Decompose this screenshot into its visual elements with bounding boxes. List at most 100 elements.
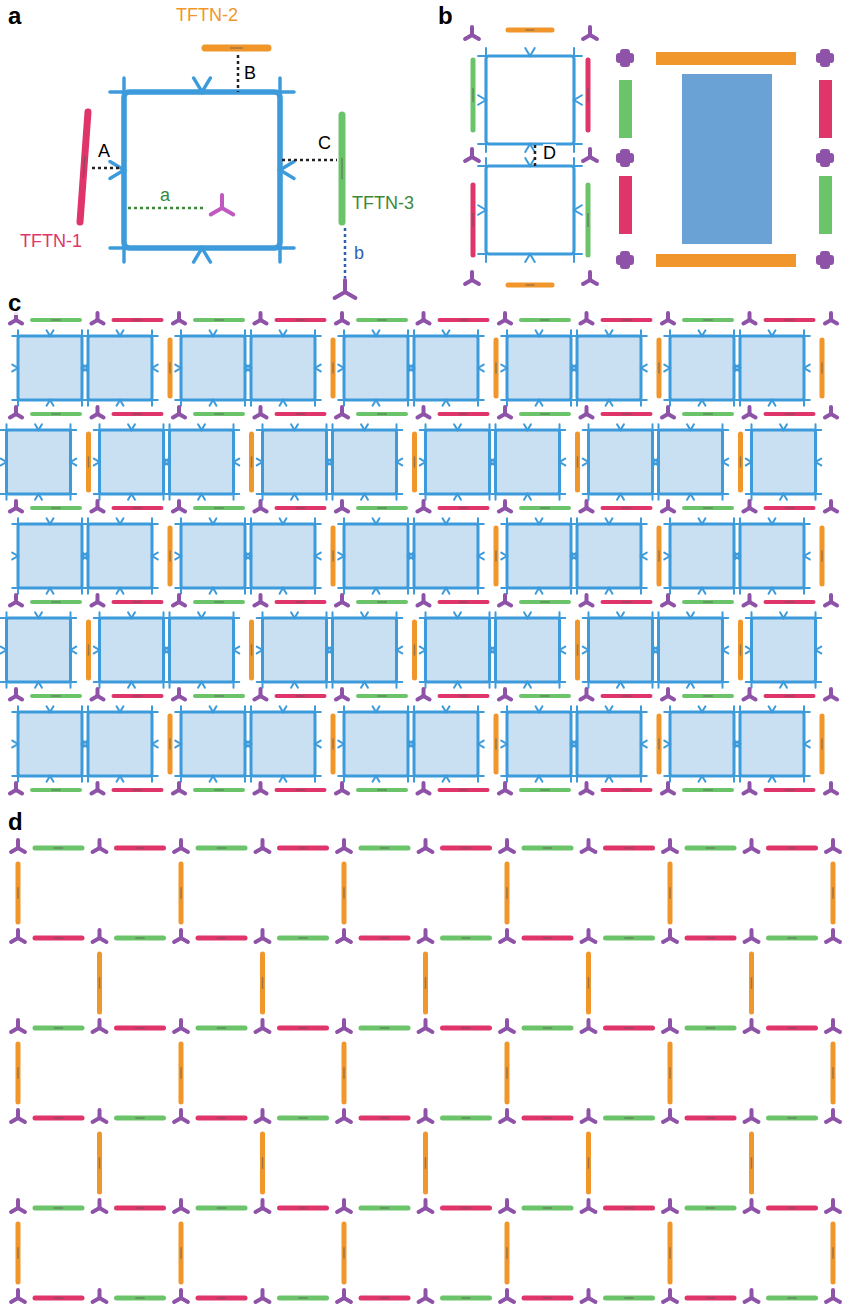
tftn-body	[205, 45, 268, 52]
solvent-molecule	[499, 407, 511, 418]
tftn-molecule	[769, 848, 816, 849]
tftn-molecule	[577, 622, 578, 678]
panel-letter: c	[8, 291, 21, 315]
tftn-body	[687, 846, 734, 851]
cage-frame	[181, 712, 245, 776]
solvent-molecule	[173, 407, 185, 418]
tftn-body	[114, 506, 162, 510]
tert-butyl-group	[653, 680, 660, 687]
tftn-body	[494, 340, 499, 396]
tert-butyl-group	[653, 647, 659, 654]
tert-butyl-group	[117, 518, 124, 524]
tftn-molecule	[117, 938, 164, 939]
solvent-molecule	[663, 930, 677, 942]
tftn-core	[135, 847, 144, 849]
tert-butyl-group	[420, 647, 426, 654]
cage-cavity	[344, 712, 408, 776]
tert-butyl-group	[408, 330, 415, 337]
contact-line	[282, 159, 337, 162]
tftn-body	[766, 318, 814, 322]
tftn-core	[472, 213, 474, 227]
solvent-bond	[173, 602, 179, 606]
solvent-bond	[173, 696, 179, 700]
solvent-bond	[500, 848, 507, 852]
cage-molecule	[338, 518, 414, 594]
solvent-bond	[825, 414, 831, 418]
cage-frame	[251, 712, 315, 776]
tftn-body	[114, 318, 162, 322]
solvent-bond	[499, 790, 505, 794]
tert-butyl-group	[769, 706, 776, 712]
tftn-core	[540, 319, 550, 321]
tftn-core	[133, 601, 143, 603]
tftn-core	[298, 1027, 307, 1029]
tftn-molecule	[766, 414, 814, 415]
solvent-molecule	[743, 501, 755, 512]
tftn-body	[766, 412, 814, 416]
tftn-molecule	[440, 602, 488, 603]
tert-butyl-group	[571, 365, 577, 372]
cage-frame	[181, 524, 245, 588]
tftn-core	[343, 1067, 345, 1079]
tert-butyl-group	[152, 553, 158, 560]
tftn-molecule	[262, 1134, 263, 1192]
tftn-core	[543, 1207, 552, 1209]
tert-butyl-group	[257, 492, 264, 499]
tftn-molecule	[606, 1208, 653, 1209]
tftn-core	[540, 413, 550, 415]
tert-butyl-group	[721, 680, 728, 687]
solvent-bond	[337, 1028, 344, 1032]
tert-butyl-group	[257, 680, 264, 687]
solvent-molecule	[417, 407, 429, 418]
cage-frame	[577, 336, 641, 400]
tftn-molecule	[280, 848, 327, 849]
solvent-bond	[745, 848, 752, 852]
tftn-molecule	[114, 320, 162, 321]
tert-butyl-group	[639, 398, 646, 405]
tftn-body	[443, 1206, 490, 1211]
tftn-core	[332, 550, 334, 561]
tert-butyl-group	[443, 706, 450, 712]
tftn-core	[262, 1157, 264, 1169]
tert-butyl-group	[210, 588, 217, 594]
tert-butyl-group	[572, 158, 582, 168]
cage-molecule	[664, 518, 740, 594]
solvent-symbol	[616, 251, 634, 269]
tftn-body	[524, 1296, 571, 1301]
tert-butyl-group	[82, 706, 89, 713]
tert-butyl-group	[478, 553, 484, 560]
tert-butyl-group	[583, 492, 590, 499]
tert-butyl-group	[1, 647, 7, 654]
tftn-body	[198, 1296, 245, 1301]
tftn-core	[377, 789, 387, 791]
solvent-molecule	[580, 407, 592, 418]
tert-butyl-group	[82, 518, 89, 525]
tftn-molecule	[195, 414, 243, 415]
solvent-bond	[254, 790, 260, 794]
solvent-molecule	[419, 930, 433, 942]
tftn-body	[749, 954, 754, 1012]
solvent-molecule	[417, 595, 429, 606]
tftn-core	[54, 847, 63, 849]
solvent-molecule	[500, 930, 514, 942]
tert-butyl-group	[35, 494, 42, 500]
tert-butyl-group	[699, 706, 706, 712]
tftn-molecule	[280, 1118, 327, 1119]
solvent-bond	[336, 696, 342, 700]
cage-cavity	[170, 618, 234, 682]
solvent-molecule	[10, 595, 22, 606]
solvent-molecule	[662, 501, 674, 512]
tftn-body	[443, 1026, 490, 1031]
tftn-core	[740, 644, 742, 655]
cage-molecule	[110, 78, 294, 262]
tert-butyl-group	[47, 330, 54, 336]
tert-butyl-group	[699, 776, 706, 782]
cage-frame	[263, 430, 327, 494]
tftn-molecule	[198, 848, 245, 849]
solvent-bond	[743, 508, 749, 512]
solvent-bond	[825, 508, 831, 512]
tert-butyl-group	[478, 48, 488, 58]
tert-butyl-group	[280, 162, 294, 179]
solvent-bond	[663, 938, 670, 942]
solvent-molecule	[337, 1290, 351, 1302]
